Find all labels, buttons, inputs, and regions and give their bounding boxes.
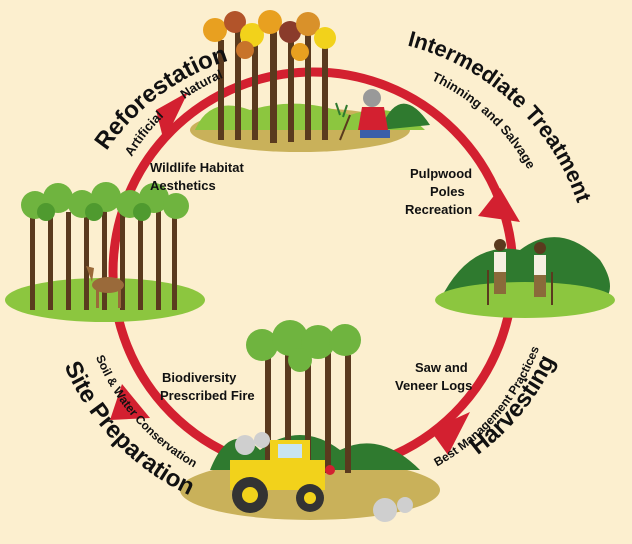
label-poles: Poles xyxy=(430,184,465,199)
arrow-site-prep xyxy=(110,384,150,420)
thinning-scene xyxy=(435,237,615,318)
stage-title-harvesting: Harvesting xyxy=(465,351,561,460)
label-prescribed-fire: Prescribed Fire xyxy=(160,388,255,403)
arrow-harvesting xyxy=(430,412,470,455)
label-pulpwood: Pulpwood xyxy=(410,166,472,181)
label-saw-and: Saw and xyxy=(415,360,468,375)
bulldozer-figure xyxy=(230,440,335,513)
label-wildlife-habitat: Wildlife Habitat xyxy=(150,160,244,175)
mature-forest-scene xyxy=(5,182,205,322)
label-veneer-logs: Veneer Logs xyxy=(395,378,472,393)
harvest-scene xyxy=(180,320,440,522)
walker-figures xyxy=(487,239,553,305)
arrow-intermediate xyxy=(478,188,520,222)
planter-figure xyxy=(335,89,390,141)
deer-figure xyxy=(86,266,124,308)
label-aesthetics: Aesthetics xyxy=(150,178,216,193)
cycle-arrows xyxy=(110,92,520,455)
reforestation-scene xyxy=(190,10,430,152)
arrow-reforestation xyxy=(156,92,188,142)
label-recreation: Recreation xyxy=(405,202,472,217)
label-biodiversity: Biodiversity xyxy=(162,370,237,385)
